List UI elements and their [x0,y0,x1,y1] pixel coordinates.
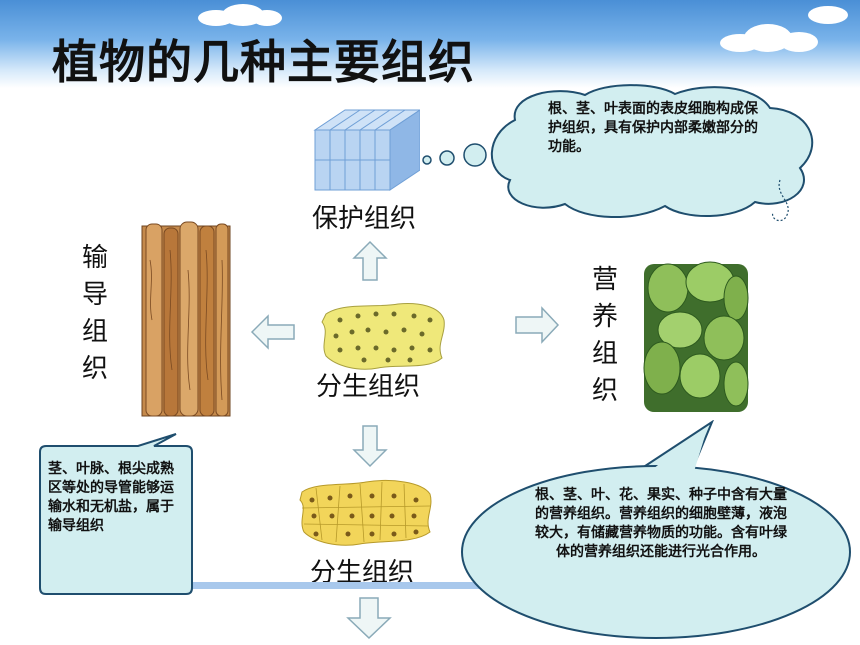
conductive-tissue-image [141,221,231,417]
nutritive-bubble-text: 根、茎、叶、花、果实、种子中含有大量的营养组织。营养组织的细胞壁薄，液泡较大，有… [535,487,787,560]
nutritive-tissue-image [643,261,749,412]
conductive-bubble-text: 茎、叶脉、根尖成熟区等处的导管能够运输水和无机盐，属于输导组织 [48,461,174,534]
protective-tissue-image [313,109,420,191]
nutritive-speech-bubble [461,420,851,639]
cloud-decoration [780,32,818,52]
header-banner [0,0,860,88]
cloud-decoration [808,6,848,24]
nutritive-tissue-label: 营养组织 [591,265,618,406]
protective-bubble-text: 根、茎、叶表面的表皮细胞构成保护组织，具有保护内部柔嫩部分的功能。 [548,101,758,155]
protective-tissue-label: 保护组织 [312,204,417,234]
meristem-center-label: 分生组织 [316,372,421,402]
conductive-tissue-label: 输导组织 [81,243,108,384]
protective-thought-bubble [422,84,814,222]
decorative-bar [160,582,480,589]
arrow-up-icon [352,240,388,281]
conductive-speech-bubble [39,433,193,595]
meristem-bottom-image [296,478,436,548]
arrow-left-icon [250,314,295,350]
page-title: 植物的几种主要组织 [52,35,475,89]
cloud-decoration [252,10,282,26]
meristem-center-image [321,303,445,370]
arrow-right-icon [515,306,560,344]
arrow-down-icon [346,597,392,640]
arrow-down-icon [352,425,388,468]
